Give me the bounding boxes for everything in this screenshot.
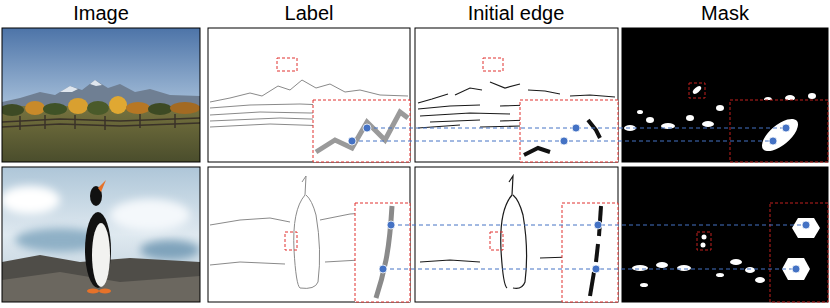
panel-frame xyxy=(2,28,200,162)
mask-blob xyxy=(692,85,703,95)
zoomed-mask-blob xyxy=(757,113,804,157)
zoom-inset xyxy=(562,203,618,302)
correspondence-line xyxy=(352,128,806,269)
zoomed-mask-blob xyxy=(782,258,810,280)
tree-line xyxy=(2,96,200,116)
zoom-region xyxy=(697,232,711,250)
mask-blob xyxy=(701,243,706,248)
zoom-region xyxy=(483,58,503,71)
mask-panel xyxy=(622,167,828,302)
panel-frame xyxy=(208,28,410,162)
snow-cap xyxy=(90,80,102,86)
panel-frame xyxy=(415,167,618,302)
correspondence-dot xyxy=(348,124,810,273)
zoom-region xyxy=(285,232,297,250)
column-header: Label xyxy=(285,3,334,23)
column-header: Mask xyxy=(701,3,749,23)
zoom-region xyxy=(689,83,705,98)
mask-blobs xyxy=(632,259,765,287)
zoom-inset xyxy=(313,100,410,162)
column-header: Initial edge xyxy=(468,3,565,23)
mask-blob xyxy=(702,235,707,240)
zoomed-mask-blob xyxy=(792,218,820,238)
zoomed-edge xyxy=(316,112,408,152)
landscape-photo xyxy=(2,28,200,162)
zoom-inset xyxy=(730,100,828,162)
penguin-photo xyxy=(2,167,200,302)
zoomed-edge xyxy=(590,206,601,296)
panel-frame xyxy=(2,167,200,302)
column-header: Image xyxy=(73,3,129,23)
fence xyxy=(2,114,200,130)
panel-frame xyxy=(415,28,618,162)
snow-cap xyxy=(60,86,78,92)
zoom-inset xyxy=(355,203,410,302)
zoomed-edge xyxy=(524,120,600,155)
penguin xyxy=(85,180,111,294)
zoomed-edge xyxy=(376,206,392,298)
zoom-inset xyxy=(770,203,828,302)
zoom-region xyxy=(277,58,297,71)
mask-panel xyxy=(622,28,828,162)
zoom-region xyxy=(490,232,503,250)
panel-frame xyxy=(208,167,410,302)
zoom-inset xyxy=(520,100,618,162)
